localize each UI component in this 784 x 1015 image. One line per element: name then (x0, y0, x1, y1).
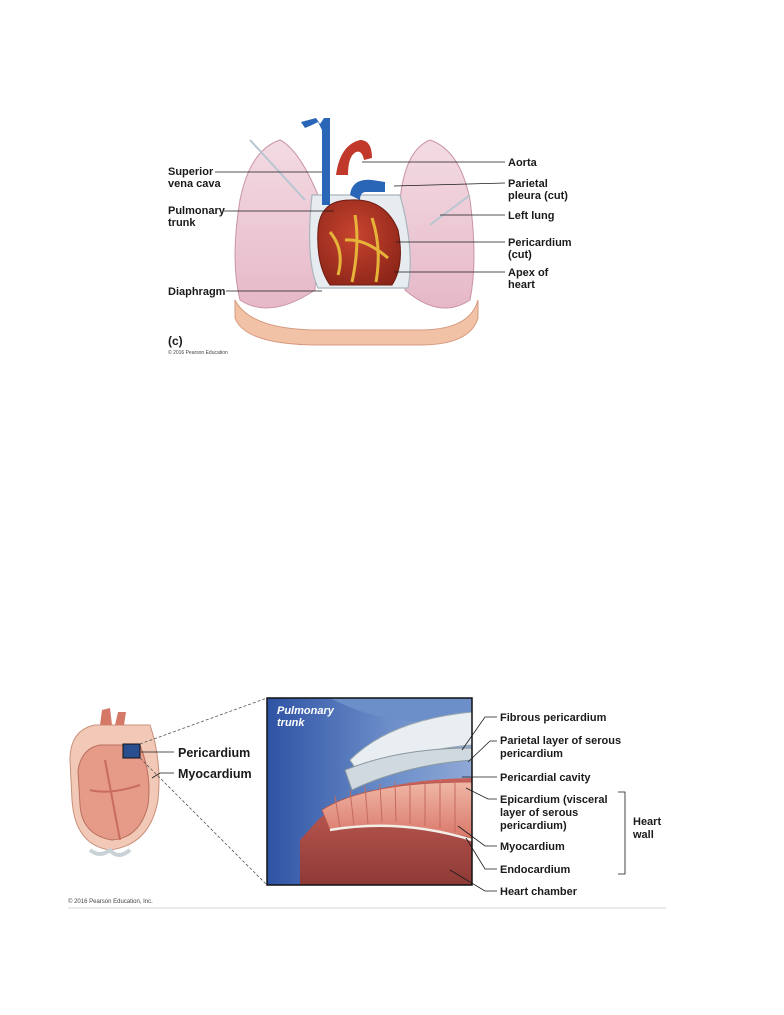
heart-septum (89, 759, 141, 841)
bracket-label-1: Heart (633, 816, 661, 828)
label-epicardium-1: Epicardium (visceral (500, 794, 608, 806)
label-superior-vena-cava-1: Superior (168, 166, 214, 178)
label-pericardium-left: Pericardium (178, 746, 250, 760)
label-pulmonary-trunk-2: trunk (168, 217, 196, 229)
label-apex-2: heart (508, 279, 535, 291)
heart-base-fibers (88, 847, 132, 857)
top-leader-lines (215, 161, 506, 292)
top-labels: Superior vena cava Pulmonary trunk Diaph… (168, 157, 572, 356)
label-cavity: Pericardial cavity (500, 772, 591, 784)
pleura-line (429, 194, 471, 226)
label-pericardium-2: (cut) (508, 249, 532, 261)
panel-letter: (c) (168, 334, 183, 348)
inset-title-2: trunk (277, 717, 305, 729)
superior-vena-cava (301, 118, 330, 205)
pulmonary-trunk-vessel (350, 179, 385, 200)
label-parietal-2: pericardium (500, 748, 563, 760)
trunk-shadow (330, 698, 472, 723)
bracket-label-2: wall (632, 829, 654, 841)
bottom-labels: Pericardium Myocardium Fibrous pericardi… (68, 712, 661, 905)
label-pericardium-1: Pericardium (508, 237, 572, 249)
label-aorta: Aorta (508, 157, 538, 169)
aorta (336, 140, 372, 175)
label-superior-vena-cava-2: vena cava (168, 178, 221, 190)
inset-title-1: Pulmonary (277, 705, 335, 717)
inset-border (266, 697, 473, 886)
muscle-striations (334, 781, 456, 832)
label-pulmonary-trunk-1: Pulmonary (168, 205, 226, 217)
body-wall (234, 299, 479, 346)
label-apex-1: Apex of (508, 267, 549, 279)
label-parietal-pleura-2: pleura (cut) (508, 190, 568, 202)
label-epicardium-3: pericardium) (500, 820, 567, 832)
heart-vessels (100, 708, 126, 725)
label-parietal-pleura-1: Parietal (508, 178, 548, 190)
heart-small-illustration (69, 697, 268, 886)
left-lung (399, 139, 475, 309)
bottom-credit: © 2016 Pearson Education, Inc. (68, 898, 153, 905)
label-endocardium: Endocardium (500, 864, 571, 876)
label-myocardium-right: Myocardium (500, 841, 565, 853)
wall-detail-inset: Pulmonary trunk (266, 697, 473, 886)
label-parietal-1: Parietal layer of serous (500, 735, 621, 747)
label-diaphragm: Diaphragm (168, 286, 226, 298)
endocardium-line (329, 824, 473, 842)
zoom-line-top (139, 697, 268, 745)
label-heart-chamber: Heart chamber (500, 886, 578, 898)
top-credit: © 2016 Pearson Education (168, 349, 228, 356)
zoom-box (122, 743, 141, 759)
bottom-leader-lines (141, 716, 626, 892)
heart-section (77, 744, 150, 841)
label-myocardium-left: Myocardium (178, 767, 252, 781)
label-fibrous: Fibrous pericardium (500, 712, 607, 724)
right-lung (234, 139, 321, 309)
coronary-vessels (328, 214, 389, 283)
label-epicardium-2: layer of serous (500, 807, 578, 819)
thorax-illustration (215, 118, 506, 346)
label-left-lung: Left lung (508, 210, 554, 222)
pleura-line (249, 139, 306, 201)
